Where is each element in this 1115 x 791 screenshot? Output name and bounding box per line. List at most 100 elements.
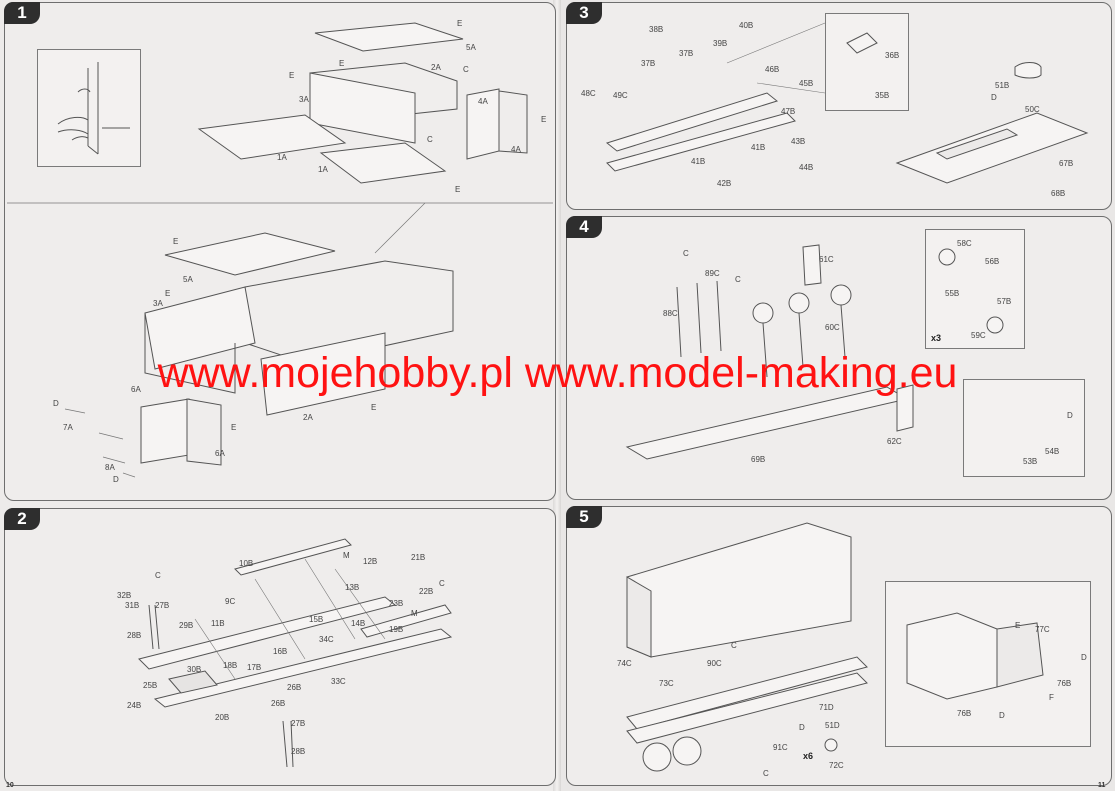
part-label: 11B bbox=[211, 619, 225, 628]
marker-d: D bbox=[999, 711, 1005, 720]
marker-e: E bbox=[371, 403, 377, 412]
part-label: 32B bbox=[117, 591, 132, 600]
part-label: 28B bbox=[291, 747, 306, 756]
part-label: 12B bbox=[363, 557, 378, 566]
marker-e: E bbox=[231, 423, 237, 432]
part-label: 6A bbox=[131, 385, 141, 394]
step-3-inset bbox=[825, 13, 909, 111]
part-label: 45B bbox=[799, 79, 814, 88]
page-gutter bbox=[553, 0, 561, 791]
part-label: 90C bbox=[707, 659, 722, 668]
step-4-panel: 4 61C 89C 58C 56B 88C 55B 57B 60C 59C 69… bbox=[566, 216, 1112, 500]
part-label: 6A bbox=[215, 449, 225, 458]
part-label: 72C bbox=[829, 761, 844, 770]
part-label: 34C bbox=[319, 635, 334, 644]
marker-d: D bbox=[53, 399, 59, 408]
part-label: 71D bbox=[819, 703, 834, 712]
part-label: 25B bbox=[143, 681, 158, 690]
part-label: 3A bbox=[299, 95, 309, 104]
part-label: 8A bbox=[105, 463, 115, 472]
marker-c: C bbox=[463, 65, 469, 74]
marker-d: D bbox=[113, 475, 119, 484]
page-number-right: 11 bbox=[1098, 782, 1106, 789]
marker-m: M bbox=[411, 609, 418, 618]
part-label: 51D bbox=[825, 721, 840, 730]
step-4-wheel-inset bbox=[925, 229, 1025, 349]
step-2-drawing bbox=[138, 538, 453, 768]
part-label: 50C bbox=[1025, 105, 1040, 114]
marker-c: C bbox=[735, 275, 741, 284]
step-3-drawing bbox=[605, 22, 1089, 184]
part-label: 3A bbox=[153, 299, 163, 308]
step-3-number: 3 bbox=[566, 2, 602, 24]
marker-e: E bbox=[173, 237, 179, 246]
step-3-panel: 3 38B 40B 37B 37B 39B 36B 35B 46B 45B 48… bbox=[566, 2, 1112, 210]
marker-e: E bbox=[1015, 621, 1021, 630]
part-label: 4A bbox=[511, 145, 521, 154]
part-label: 33C bbox=[331, 677, 346, 686]
part-label: 42B bbox=[717, 179, 732, 188]
part-label: 31B bbox=[125, 601, 140, 610]
part-label: 27B bbox=[155, 601, 170, 610]
part-label: 29B bbox=[179, 621, 194, 630]
step-1-number: 1 bbox=[4, 2, 40, 24]
part-label: 17B bbox=[247, 663, 262, 672]
part-label: 16B bbox=[273, 647, 288, 656]
step-1-panel: 1 5A 2A 3A 4A 4 bbox=[4, 2, 556, 501]
part-label: 59C bbox=[971, 331, 986, 340]
part-label: 28B bbox=[127, 631, 142, 640]
marker-d: D bbox=[1081, 653, 1087, 662]
part-label: 73C bbox=[659, 679, 674, 688]
marker-c: C bbox=[439, 579, 445, 588]
part-label: 62C bbox=[887, 437, 902, 446]
part-label: 38B bbox=[649, 25, 664, 34]
part-label: 19B bbox=[389, 625, 404, 634]
part-label: 1A bbox=[318, 165, 328, 174]
part-label: 54B bbox=[1045, 447, 1060, 456]
part-label: 60C bbox=[825, 323, 840, 332]
part-label: 4A bbox=[478, 97, 488, 106]
part-label: 89C bbox=[705, 269, 720, 278]
part-label: 68B bbox=[1051, 189, 1066, 198]
part-label: 10B bbox=[239, 559, 254, 568]
step-2-number: 2 bbox=[4, 508, 40, 530]
marker-d: D bbox=[991, 93, 997, 102]
part-label: 46B bbox=[765, 65, 780, 74]
part-label: 5A bbox=[466, 43, 476, 52]
step-4-number: 4 bbox=[566, 216, 602, 238]
marker-c: C bbox=[427, 135, 433, 144]
marker-d: D bbox=[799, 723, 805, 732]
part-label: 7A bbox=[63, 423, 73, 432]
step-4-bracket-inset bbox=[963, 379, 1085, 477]
step-5-drawing bbox=[626, 522, 1044, 772]
part-label: 35B bbox=[875, 91, 890, 100]
marker-c: C bbox=[155, 571, 161, 580]
part-label: 9C bbox=[225, 597, 236, 606]
part-label: 37B bbox=[641, 59, 656, 68]
part-label: 56B bbox=[985, 257, 1000, 266]
marker-f: F bbox=[1049, 693, 1054, 702]
part-label: 20B bbox=[215, 713, 230, 722]
marker-e: E bbox=[541, 115, 547, 124]
marker-m: M bbox=[343, 551, 350, 560]
part-label: 74C bbox=[617, 659, 632, 668]
part-label: 15B bbox=[309, 615, 324, 624]
hand-drawing bbox=[57, 62, 130, 155]
part-label: 43B bbox=[791, 137, 806, 146]
part-label: 5A bbox=[183, 275, 193, 284]
part-label: 48C bbox=[581, 89, 596, 98]
part-label: 26B bbox=[271, 699, 286, 708]
part-label: 67B bbox=[1059, 159, 1074, 168]
part-label: 22B bbox=[419, 587, 434, 596]
part-label: 2A bbox=[303, 413, 313, 422]
part-label: 14B bbox=[351, 619, 366, 628]
part-label: 61C bbox=[819, 255, 834, 264]
part-label: 18B bbox=[223, 661, 238, 670]
step-4-drawing bbox=[625, 244, 1004, 460]
part-label: 21B bbox=[411, 553, 426, 562]
part-label: 47B bbox=[781, 107, 796, 116]
part-label: 57B bbox=[997, 297, 1012, 306]
watermark-text: www.mojehobby.pl www.model-making.eu bbox=[157, 349, 958, 397]
part-label: 76B bbox=[957, 709, 972, 718]
part-label: 77C bbox=[1035, 625, 1050, 634]
